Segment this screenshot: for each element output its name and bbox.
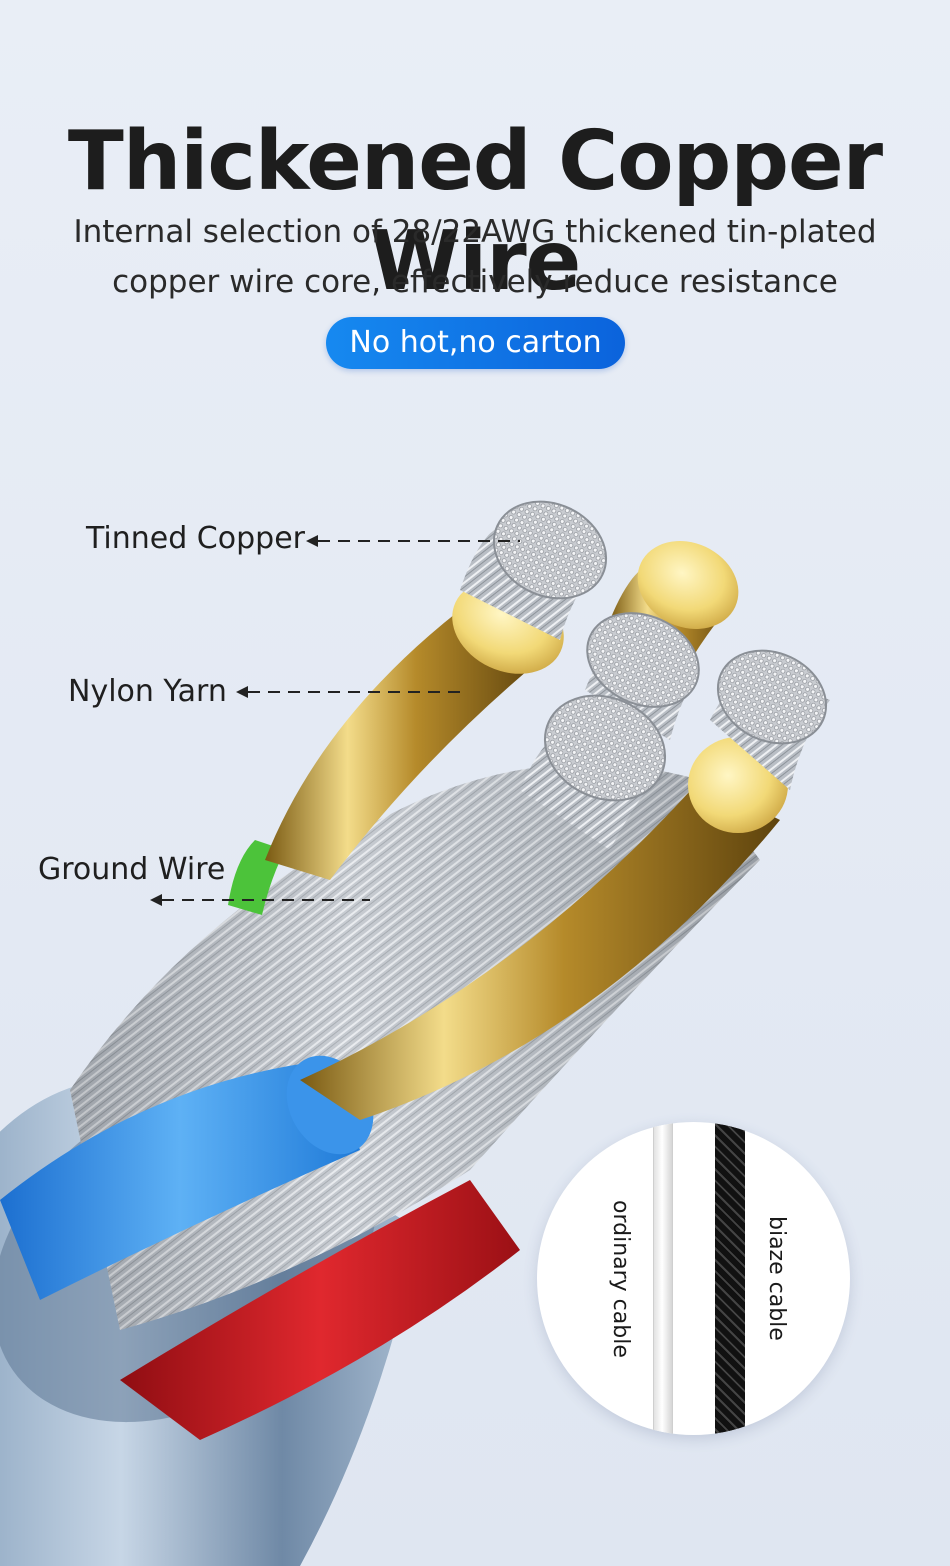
ordinary-cable-label: ordinary cable [608, 1200, 633, 1358]
biaze-cable-label: biaze cable [764, 1216, 789, 1341]
callout-lines [162, 540, 520, 901]
page-title: Thickened Copper Wire [67, 114, 883, 309]
feature-badge: No hot,no carton [326, 317, 625, 369]
biaze-cable-image [715, 1122, 745, 1435]
subtitle-line-1: Internal selection of 28/22AWG thickened… [73, 214, 877, 250]
label-tinned-copper: Tinned Copper [86, 521, 305, 556]
subtitle-line-2: copper wire core, effectively reduce res… [112, 264, 838, 300]
label-nylon-yarn: Nylon Yarn [68, 674, 227, 709]
ordinary-cable-image [653, 1122, 673, 1435]
label-ground-wire: Ground Wire [38, 852, 226, 887]
cable-comparison-circle: ordinary cable biaze cable [537, 1122, 850, 1435]
